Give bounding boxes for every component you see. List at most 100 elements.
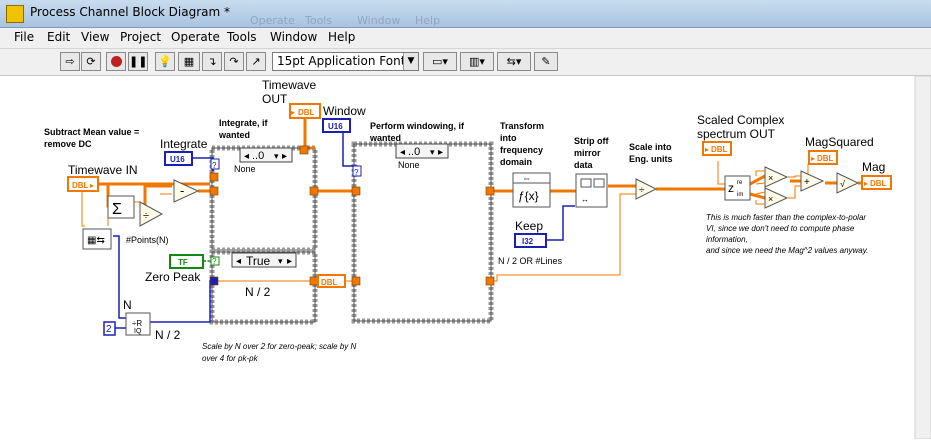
menu-view[interactable]: View	[81, 30, 110, 44]
multiply-node-1[interactable]: ×	[764, 166, 789, 188]
mag-label: Mag	[862, 160, 885, 174]
timewave-out-label-1: Timewave	[262, 78, 317, 92]
timewave-in-terminal-type: DBL	[72, 181, 89, 190]
align-objects-icon[interactable]: ▭▾	[423, 52, 457, 71]
add-node[interactable]: +	[800, 170, 825, 192]
n-over-2-dbl-node[interactable]: DBL	[317, 274, 346, 288]
clean-up-diagram-icon[interactable]: ✎	[534, 52, 558, 71]
svg-text:IQ: IQ	[134, 328, 142, 335]
menu-file[interactable]: File	[14, 30, 35, 44]
svg-text:re: re	[737, 180, 743, 186]
font-selector-value: 15pt Application Font	[277, 54, 406, 68]
step-into-icon[interactable]: ↴	[202, 52, 222, 71]
zero-peak-case-selector[interactable]: ◂ True ▾ ▸	[231, 252, 297, 268]
timewave-in-terminal[interactable]: DBL ▸	[67, 176, 99, 192]
toolbar: ⇨ ⟳ ❚❚ 💡 ▦ ↴ ↷ ↗ 15pt Application Font ▼…	[0, 49, 931, 76]
subtract-node-glyph: -	[180, 183, 184, 198]
run-arrow-icon[interactable]: ⇨	[60, 52, 80, 71]
subtract-node[interactable]: -	[173, 179, 200, 203]
window-terminal-type: U16	[328, 122, 343, 131]
menu-bar: File Edit View Project Operate Tools Win…	[0, 28, 931, 49]
scaled-complex-terminal[interactable]: ▸ DBL	[702, 141, 732, 156]
windowing-note-2: wanted	[369, 133, 401, 143]
retain-wire-values-icon[interactable]: ▦	[178, 52, 200, 71]
integrate-terminal[interactable]: U16	[164, 151, 193, 166]
sum-array-glyph: Σ	[112, 201, 122, 218]
array-size-node[interactable]: ▦⇆	[82, 228, 112, 250]
zero-peak-terminal[interactable]: TF	[169, 254, 204, 269]
menu-window[interactable]: Window	[270, 30, 318, 44]
svg-text:z: z	[728, 181, 734, 195]
window-case-none: None	[398, 160, 420, 170]
svg-text:▾: ▾	[430, 147, 435, 157]
integrate-case-selector[interactable]: ◂ ..0 ▾ ▸	[239, 147, 293, 163]
faster-note-2: VI, since we don't need to compute phase	[706, 224, 855, 233]
scale-divide-glyph: ÷	[639, 185, 645, 196]
svg-text:↔: ↔	[581, 195, 589, 204]
svg-text:◂: ◂	[244, 151, 249, 162]
windowing-note-1: Perform windowing, if	[370, 121, 465, 131]
faster-note-3: information,	[706, 235, 748, 244]
italic-notes: Scale by N over 2 for zero-peak; scale b…	[202, 213, 868, 363]
keep-terminal[interactable]: I32	[514, 233, 547, 248]
scale-hint-note-1: Scale by N over 2 for zero-peak; scale b…	[202, 342, 357, 351]
scaled-complex-terminal-type: DBL	[711, 145, 728, 154]
n-over-2-label: N / 2	[155, 328, 181, 342]
svg-text:▸: ▸	[438, 147, 443, 158]
divide-node-glyph: ÷	[143, 210, 149, 222]
n-over-2-or-lines-note: N / 2 OR #Lines	[498, 256, 563, 266]
svg-text:▸: ▸	[287, 256, 292, 267]
mag-terminal[interactable]: ▸ DBL	[861, 175, 892, 190]
font-selector[interactable]: 15pt Application Font ▼	[272, 52, 419, 71]
tunnels	[209, 145, 495, 286]
menu-operate[interactable]: Operate	[171, 30, 220, 44]
chevron-down-icon: ▼	[403, 53, 418, 70]
pause-icon[interactable]: ❚❚	[128, 52, 148, 71]
magsquared-terminal[interactable]: ▸ DBL	[808, 150, 838, 165]
faster-note-4: and since we need the Mag^2 values anywa…	[706, 246, 868, 255]
highlight-execution-icon[interactable]: 💡	[155, 52, 175, 71]
sum-array-node[interactable]: Σ	[107, 195, 135, 219]
divide-node[interactable]: ÷	[139, 201, 164, 227]
scale-divide-node[interactable]: ÷	[635, 178, 658, 200]
bool-selector-question: ?	[212, 257, 217, 266]
strip-note-3: data	[574, 160, 594, 170]
window-selector-question: ?	[354, 168, 359, 177]
vertical-scrollbar[interactable]	[914, 75, 931, 440]
menu-help[interactable]: Help	[328, 30, 356, 44]
menu-tools[interactable]: Tools	[227, 30, 257, 44]
quotient-remainder-node[interactable]: ÷R IQ	[125, 312, 151, 336]
scaled-complex-label-2: spectrum OUT	[697, 127, 776, 141]
svg-text:◂: ◂	[236, 256, 241, 267]
scale-note-2: Eng. units	[629, 154, 673, 164]
integrate-note-2: wanted	[218, 130, 250, 140]
bool-case-tunnel	[210, 256, 220, 266]
integrate-case-structure[interactable]	[209, 145, 318, 253]
abort-icon[interactable]	[106, 52, 126, 71]
menu-edit[interactable]: Edit	[47, 30, 71, 44]
window-case-structure[interactable]	[351, 141, 494, 324]
subtract-mean-note-1: Subtract Mean value =	[44, 127, 139, 137]
menu-project[interactable]: Project	[120, 30, 162, 44]
array-subset-node[interactable]: ↔	[575, 173, 608, 208]
timewave-out-terminal-type: DBL	[298, 108, 315, 117]
timewave-out-terminal[interactable]: ▸ DBL	[289, 103, 321, 119]
reorder-icon[interactable]: ⇆▾	[497, 52, 531, 71]
step-out-icon[interactable]: ↗	[246, 52, 266, 71]
square-root-node[interactable]: √	[836, 172, 860, 194]
constant-two[interactable]: 2	[103, 321, 116, 336]
constant-two-value: 2	[106, 324, 112, 335]
keep-terminal-type: I32	[522, 237, 534, 246]
fft-node[interactable]: ⇔ ƒ{x}	[512, 172, 551, 208]
annotation-notes: Subtract Mean value = remove DC Integrat…	[44, 118, 673, 170]
complex-to-re-im-node[interactable]: z re im	[724, 175, 751, 201]
window-case-selector[interactable]: ◂ ..0 ▾ ▸	[395, 143, 449, 159]
zero-peak-terminal-type: TF	[178, 258, 188, 267]
ghost-menu-help: Help	[415, 14, 441, 27]
run-continuously-icon[interactable]: ⟳	[81, 52, 101, 71]
multiply-node-2[interactable]: ×	[764, 187, 789, 209]
magsquared-label: MagSquared	[805, 135, 874, 149]
distribute-objects-icon[interactable]: ▥▾	[460, 52, 494, 71]
window-terminal[interactable]: U16	[322, 118, 351, 133]
step-over-icon[interactable]: ↷	[224, 52, 244, 71]
